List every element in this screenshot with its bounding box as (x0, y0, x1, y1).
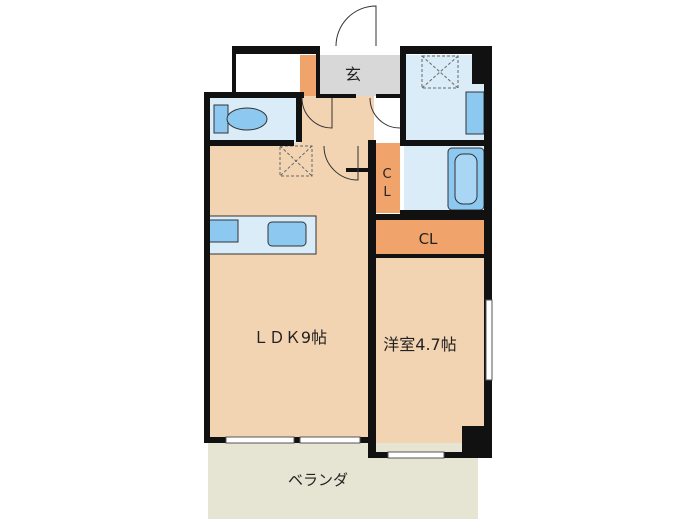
entrance-floor (320, 55, 402, 96)
closet-small (374, 143, 400, 213)
kitchen-counter (207, 215, 317, 255)
windows (225, 299, 493, 459)
washroom-door (369, 97, 401, 129)
closet-small-label-l: L (383, 185, 391, 200)
closet (374, 220, 488, 256)
front-door (335, 5, 377, 47)
western-room-label: 洋室4.7帖 (383, 335, 456, 354)
ldk-door (323, 145, 359, 181)
western-room-floor (374, 255, 488, 455)
shoe-closet (300, 55, 316, 96)
toilet-door (301, 97, 333, 129)
washing-machine-space (421, 55, 459, 89)
ceiling-storage-mark (279, 145, 313, 177)
bathtub-icon (447, 147, 485, 211)
closet-label: CL (419, 230, 438, 248)
walls (204, 46, 492, 458)
veranda-label: ベランダ (288, 471, 348, 489)
toilet-icon (213, 104, 268, 134)
entrance-label: 玄 (345, 65, 361, 84)
hallway-floor (300, 96, 374, 146)
ldk-label: ＬＤＫ9帖 (253, 328, 327, 347)
vanity-icon (465, 91, 485, 135)
closet-small-label-c: C (382, 167, 391, 182)
